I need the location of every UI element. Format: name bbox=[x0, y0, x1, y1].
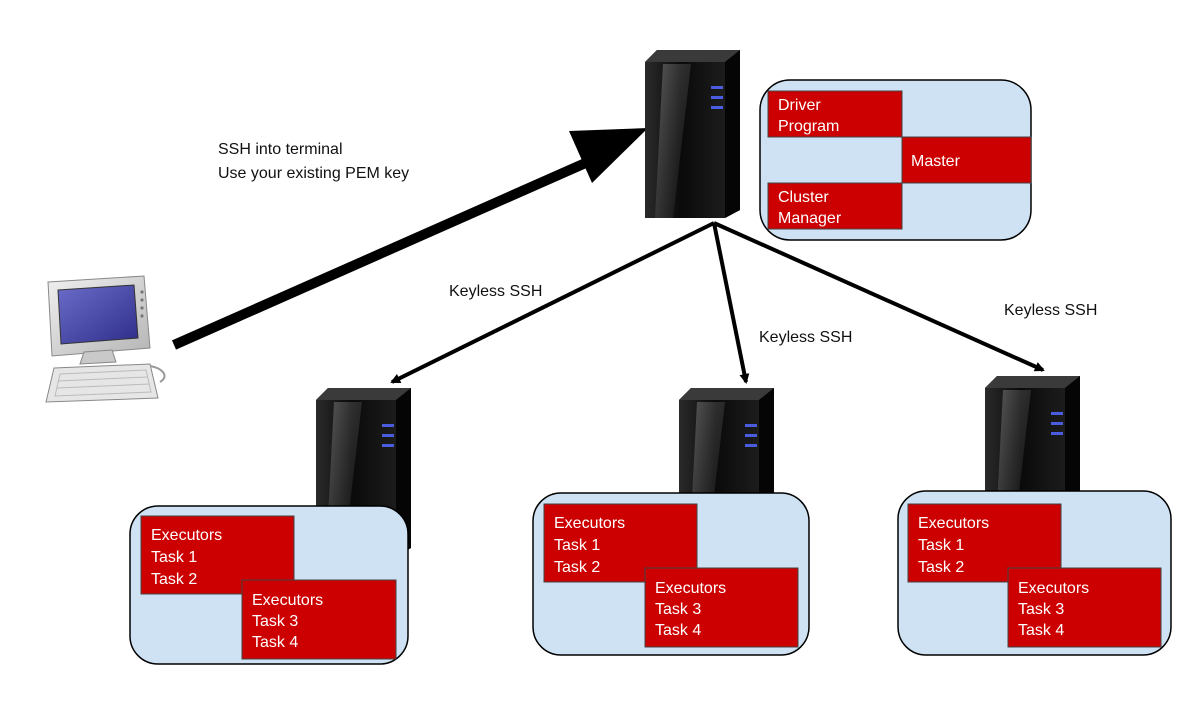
executor-task: Task 2 bbox=[151, 571, 197, 588]
executor-task: Task 1 bbox=[151, 549, 197, 566]
executor-task: Task 3 bbox=[655, 601, 701, 618]
executor-task: Task 3 bbox=[1018, 601, 1064, 618]
cluster-manager-box: Cluster Manager bbox=[767, 182, 903, 230]
client-label-line1: SSH into terminal bbox=[218, 141, 343, 158]
executor-box: Executors Task 1 Task 2 bbox=[140, 515, 295, 595]
executor-title: Executors bbox=[554, 515, 625, 532]
keyless-ssh-arrow-left bbox=[390, 221, 715, 384]
executor-title: Executors bbox=[655, 580, 726, 597]
executor-box: Executors Task 3 Task 4 bbox=[644, 567, 799, 648]
executor-task: Task 4 bbox=[1018, 622, 1064, 639]
executor-title: Executors bbox=[1018, 580, 1089, 597]
keyless-ssh-label-left: Keyless SSH bbox=[449, 283, 542, 300]
executor-title: Executors bbox=[151, 527, 222, 544]
executor-task: Task 4 bbox=[252, 634, 298, 651]
executor-box: Executors Task 1 Task 2 bbox=[543, 503, 698, 583]
executor-task: Task 3 bbox=[252, 613, 298, 630]
desktop-computer-icon bbox=[45, 275, 166, 403]
driver-program-box: Driver Program bbox=[767, 90, 903, 138]
worker-node-3: Executors Task 1 Task 2 Executors Task 3… bbox=[897, 376, 1172, 656]
client-label-line2: Use your existing PEM key bbox=[218, 165, 409, 182]
cluster-label-line2: Manager bbox=[778, 210, 842, 227]
worker-node-1: Executors Task 1 Task 2 Executors Task 3… bbox=[129, 388, 411, 665]
executor-task: Task 2 bbox=[918, 559, 964, 576]
executor-task: Task 2 bbox=[554, 559, 600, 576]
executor-task: Task 1 bbox=[918, 537, 964, 554]
driver-label-line1: Driver bbox=[778, 97, 821, 114]
keyless-ssh-label-middle: Keyless SSH bbox=[759, 329, 852, 346]
executor-title: Executors bbox=[252, 592, 323, 609]
master-box: Master bbox=[901, 136, 1032, 184]
master-label: Master bbox=[911, 153, 961, 170]
executor-title: Executors bbox=[918, 515, 989, 532]
executor-task: Task 4 bbox=[655, 622, 701, 639]
keyless-ssh-arrow-middle bbox=[712, 222, 750, 384]
keyless-ssh-label-right: Keyless SSH bbox=[1004, 302, 1097, 319]
keyless-ssh-arrow-right bbox=[713, 221, 1045, 372]
executor-task: Task 1 bbox=[554, 537, 600, 554]
master-node: Driver Program Master Cluster Manager bbox=[645, 50, 1032, 241]
ssh-arrow bbox=[171, 128, 648, 350]
driver-label-line2: Program bbox=[778, 118, 839, 135]
server-tower-icon bbox=[645, 50, 740, 218]
executor-box: Executors Task 3 Task 4 bbox=[241, 579, 397, 660]
worker-node-2: Executors Task 1 Task 2 Executors Task 3… bbox=[532, 388, 810, 656]
executor-box: Executors Task 3 Task 4 bbox=[1007, 567, 1162, 648]
cluster-label-line1: Cluster bbox=[778, 189, 829, 206]
